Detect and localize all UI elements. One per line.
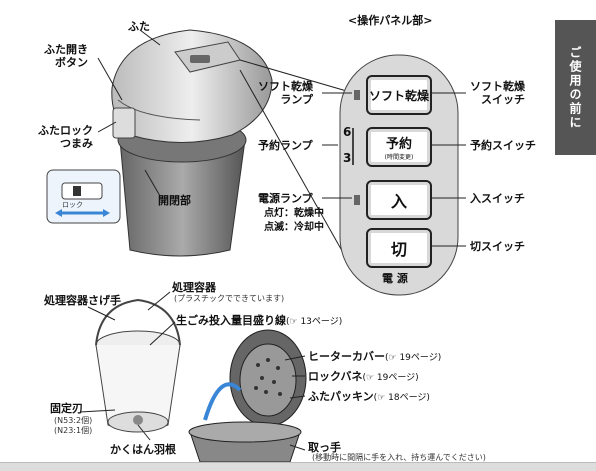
label-fill-line: 生ごみ投入量目盛り線(☞ 13ページ) (176, 314, 342, 329)
label-lock-spring-text: ロックバネ (308, 370, 363, 383)
reserve-button-label: 予約 (385, 137, 412, 152)
label-blink-status: 点滅：冷却中 (264, 222, 324, 233)
dryer-machine-illustration (111, 29, 273, 257)
label-heater-cover-text: ヒーターカバー (308, 350, 385, 363)
label-lid-packing-ref: (☞ 18ページ) (373, 393, 430, 403)
reserve-button-sub: (時間変更) (384, 154, 414, 161)
label-soft-dry-lamp: ソフト乾燥 ランプ (258, 80, 313, 106)
section-tab: ご使用の前に (555, 20, 596, 155)
label-blade-n23: (N23:1個) (54, 426, 93, 435)
timer-3: 3 (343, 151, 352, 165)
off-button[interactable]: 切 (366, 228, 432, 268)
on-button[interactable]: 入 (366, 180, 432, 220)
soft-dry-button[interactable]: ソフト乾燥 (366, 75, 432, 115)
label-container: 処理容器 (172, 281, 216, 294)
label-heater-cover: ヒーターカバー(☞ 19ページ) (308, 350, 441, 365)
label-lid: ふた (128, 20, 150, 33)
machine-leader-lines (97, 29, 351, 266)
label-container-note: (プラスチックでできています) (174, 294, 285, 303)
label-lid-packing-text: ふたパッキン (308, 390, 374, 403)
section-tab-label: ご使用の前に (568, 45, 582, 130)
open-machine-illustration (188, 329, 307, 463)
label-blade-n53: (N53:2個) (54, 416, 93, 425)
off-button-label: 切 (390, 240, 407, 259)
label-lock-spring: ロックバネ(☞ 19ページ) (308, 370, 419, 385)
container-illustration (95, 298, 181, 433)
label-opening: 開閉部 (158, 194, 191, 207)
panel-leader-lines (322, 92, 466, 247)
lock-inset (46, 169, 121, 224)
label-fill-line-ref: (☞ 13ページ) (286, 317, 343, 327)
label-stir-blade: かくはん羽根 (110, 443, 176, 456)
label-fill-line-text: 生ごみ投入量目盛り線 (176, 314, 286, 327)
label-soft-dry-switch: ソフト乾燥 スイッチ (470, 80, 525, 106)
label-lid-open-button: ふた開き ボタン (44, 43, 88, 69)
power-label: 電 源 (382, 272, 408, 285)
reserve-button[interactable]: 予約 (時間変更) (366, 127, 432, 167)
label-grip: 取っ手 (308, 441, 341, 454)
panel-title: <操作パネル部> (348, 14, 433, 27)
timer-6: 6 (343, 125, 352, 139)
label-power-lamp: 電源ランプ (258, 192, 313, 205)
label-off-switch: 切スイッチ (470, 240, 525, 253)
label-handle: 処理容器さげ手 (44, 294, 121, 307)
label-fixed-blade: 固定刃 (50, 402, 83, 415)
label-grip-note: (移動時に間隔に手を入れ、持ち運んでください) (312, 453, 486, 462)
label-lock-slider: ロック (62, 201, 83, 209)
label-on-switch: 入スイッチ (470, 192, 525, 205)
label-lid-lock-knob: ふたロック つまみ (38, 124, 93, 150)
label-lit-status: 点灯：乾燥中 (264, 208, 324, 219)
label-lock-spring-ref: (☞ 19ページ) (362, 373, 419, 383)
label-lid-packing: ふたパッキン(☞ 18ページ) (308, 390, 430, 405)
window-bottom-bar (0, 462, 596, 471)
label-reserve-switch: 予約スイッチ (470, 139, 536, 152)
label-reserve-lamp: 予約ランプ (258, 139, 313, 152)
soft-dry-button-label: ソフト乾燥 (368, 88, 429, 103)
label-heater-cover-ref: (☞ 19ページ) (385, 353, 442, 363)
on-button-label: 入 (390, 192, 407, 211)
container-leader-lines (79, 291, 306, 451)
